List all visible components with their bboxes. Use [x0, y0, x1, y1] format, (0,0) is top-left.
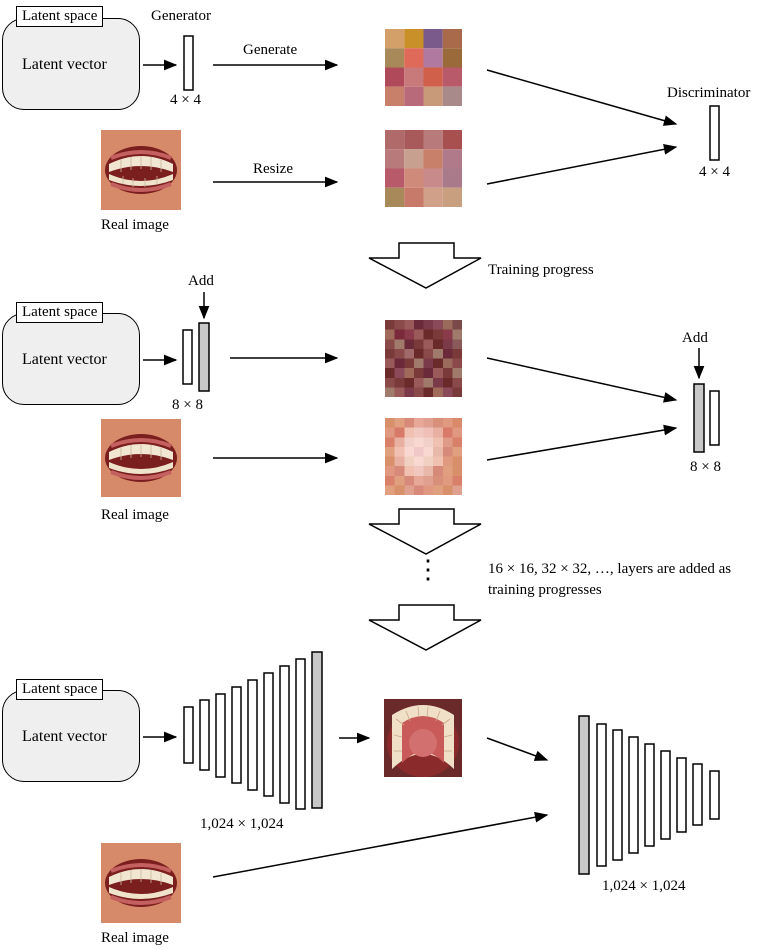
real-image-label-3: Real image — [101, 930, 169, 946]
generated-to-discriminator-arrow-2 — [486, 357, 678, 403]
generator-layer-4x4-stage2 — [182, 329, 193, 385]
full-generator-stack — [183, 651, 323, 810]
generator-res-4x4: 4 × 4 — [170, 92, 201, 108]
layers-note-line2: training progresses — [488, 582, 602, 598]
real-to-discriminator-arrow-3 — [212, 811, 549, 878]
teeth-photo-icon — [101, 130, 181, 210]
full-discriminator-stack — [578, 715, 720, 875]
latent-space-tag-3: Latent space — [16, 679, 104, 700]
latent-vector-label-3: Latent vector — [22, 728, 107, 745]
discriminator-res-4x4: 4 × 4 — [699, 164, 730, 180]
discriminator-label: Discriminator — [667, 85, 751, 101]
latent-vector-label-1: Latent vector — [22, 56, 107, 73]
discriminator-res-full: 1,024 × 1,024 — [602, 878, 686, 894]
add-generator-label: Add — [188, 273, 214, 289]
latent-vector-label-2: Latent vector — [22, 351, 107, 368]
teeth-photo-icon — [101, 419, 181, 497]
real-image-label-1: Real image — [101, 217, 169, 233]
generate-label: Generate — [243, 42, 298, 58]
pixelated-8x8-image-icon — [385, 418, 462, 495]
upper-jaw-photo-icon — [384, 699, 462, 777]
pixelated-8x8-image-icon — [385, 320, 462, 397]
latent-box-2 — [2, 313, 140, 405]
teeth-photo-icon — [101, 843, 181, 923]
progress-dots: ⋮ — [415, 555, 441, 584]
generator-layer-4x4 — [183, 35, 194, 91]
discriminator-layer-4x4-stage2 — [709, 390, 720, 446]
generator-label: Generator — [151, 8, 211, 24]
pixelated-4x4-image-icon — [385, 130, 462, 207]
real-to-discriminator-arrow-2 — [486, 424, 678, 461]
latent-box-3 — [2, 690, 140, 782]
latent-space-tag-2: Latent space — [16, 302, 104, 323]
training-progress-arrow-3 — [368, 604, 482, 651]
training-progress-label: Training progress — [488, 262, 594, 278]
latent-space-tag-1: Latent space — [16, 6, 104, 27]
discriminator-layer-4x4 — [709, 105, 720, 161]
generated-to-discriminator-arrow-1 — [486, 69, 678, 126]
generator-res-8x8: 8 × 8 — [172, 397, 203, 413]
resize-label: Resize — [253, 161, 293, 177]
training-progress-arrow-1 — [368, 242, 482, 289]
generator-res-full: 1,024 × 1,024 — [200, 816, 284, 832]
add-discriminator-label: Add — [682, 330, 708, 346]
discriminator-res-8x8: 8 × 8 — [690, 459, 721, 475]
real-image-label-2: Real image — [101, 507, 169, 523]
training-progress-arrow-2 — [368, 508, 482, 555]
discriminator-added-layer-8x8 — [693, 383, 705, 453]
real-to-discriminator-arrow-1 — [486, 144, 678, 185]
generator-added-layer-8x8 — [198, 322, 210, 392]
pixelated-4x4-image-icon — [385, 29, 462, 106]
generated-to-discriminator-arrow-3 — [486, 737, 549, 761]
layers-note-line1: 16 × 16, 32 × 32, …, layers are added as — [488, 561, 732, 577]
